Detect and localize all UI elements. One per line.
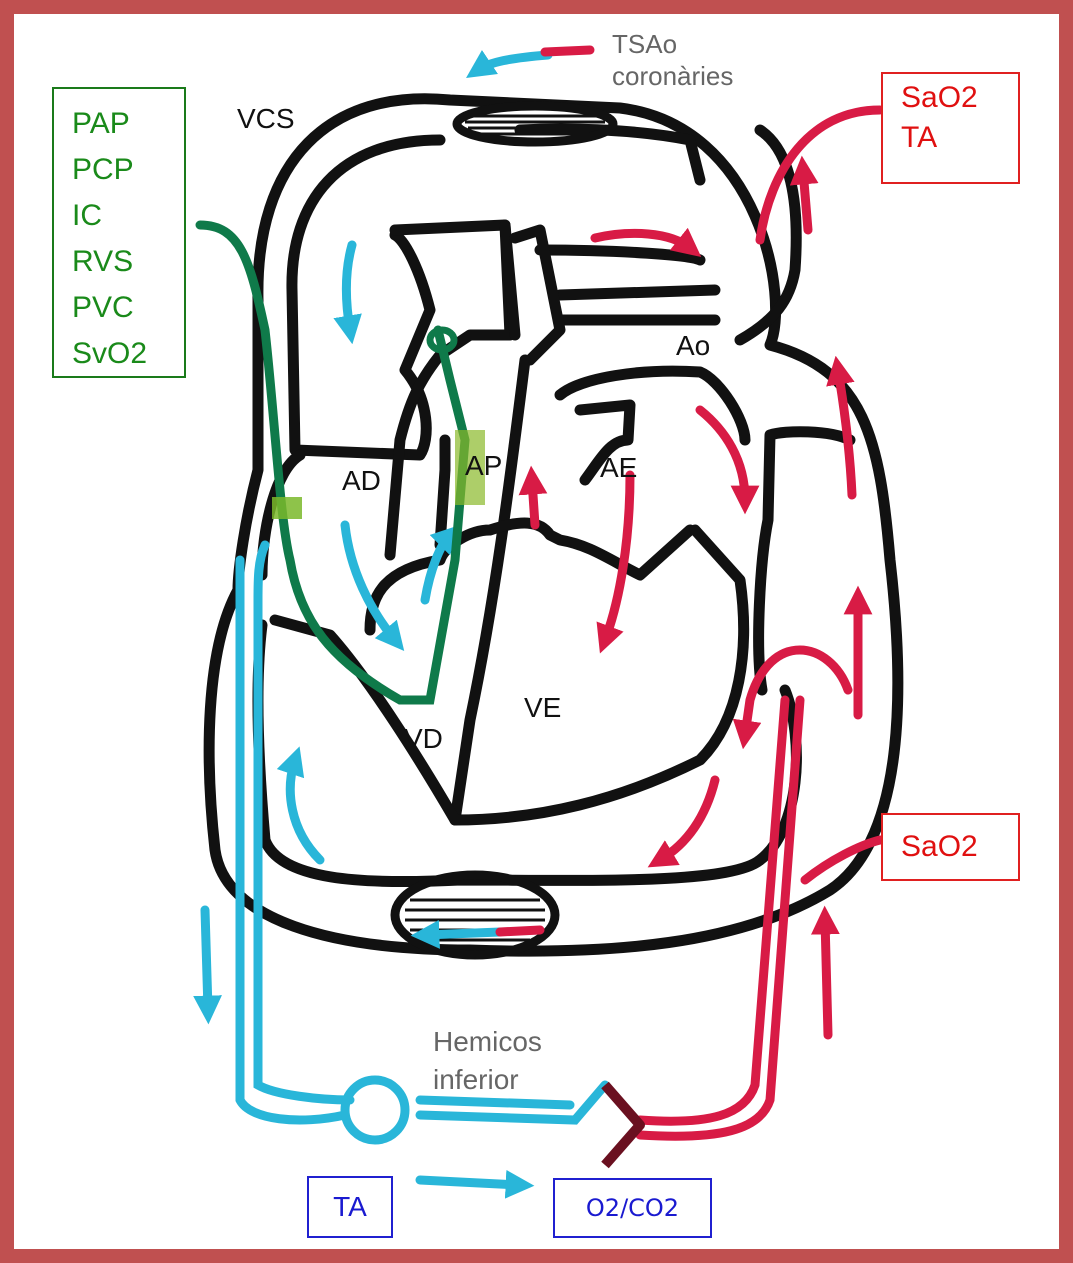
left-up-arrow: [290, 760, 320, 860]
lower-capillary-bed: [395, 875, 555, 955]
inner-loop: [292, 140, 440, 455]
ventricle-outline: [275, 530, 744, 820]
tsao-red: [545, 50, 590, 52]
label-ae: AE: [600, 452, 637, 484]
ve-down-arrow: [660, 780, 715, 860]
monitor-item-pvc: PVC: [72, 285, 184, 331]
monitor-ta-label: TA: [333, 1191, 367, 1222]
label-hemicos: Hemicos inferior: [433, 1023, 542, 1099]
saO2-line-top: [760, 110, 880, 240]
lower-inner-loop: [258, 625, 796, 882]
tsao-arrow-blue: [478, 55, 548, 70]
monitor-item-pap: PAP: [72, 101, 184, 147]
upper-right-arrow: [803, 170, 808, 230]
label-tsao-line2: coronàries: [612, 60, 733, 92]
hemicos-red: [500, 930, 540, 932]
bottom-right-red-arrow: [825, 920, 828, 1035]
monitor-box-upper-arterial: SaO2 TA: [881, 72, 1020, 184]
monitor-item-pcp: PCP: [72, 147, 184, 193]
label-tsao-line1: TSAo: [612, 28, 733, 60]
monitor-box-lower-arterial: SaO2: [881, 813, 1020, 881]
monitor-item-svo2: SvO2: [72, 331, 184, 377]
monitor-upper-ta: TA: [901, 118, 1018, 158]
monitor-box-hemodynamics: PAP PCP IC RVS PVC SvO2: [52, 87, 186, 378]
heart: [262, 225, 745, 820]
vcs-arrow: [346, 245, 352, 330]
hemicos-arrow-blue: [425, 932, 500, 935]
arterial-lines: [500, 50, 880, 1136]
catheter-marker-1: [272, 497, 302, 519]
ap-arrow: [532, 480, 535, 525]
bottom-right-arrow: [420, 1180, 520, 1185]
monitor-box-gas: O2/CO2: [553, 1178, 712, 1238]
label-hemicos-line1: Hemicos: [433, 1023, 542, 1061]
label-ve: VE: [524, 692, 561, 724]
left-down-arrow: [205, 910, 208, 1010]
label-tsao: TSAo coronàries: [612, 28, 733, 92]
monitor-lower-sao2: SaO2: [901, 827, 1018, 867]
monitor-upper-sao2: SaO2: [901, 78, 1018, 118]
monitor-item-rvs: RVS: [72, 239, 184, 285]
label-ap: AP: [465, 450, 502, 482]
label-vd: VD: [404, 723, 443, 755]
label-hemicos-line2: inferior: [433, 1061, 542, 1099]
reservoir-circle: [345, 1080, 405, 1140]
arterial-return-2: [640, 700, 785, 1121]
monitor-box-ta: TA: [307, 1176, 393, 1238]
oxygenator: [605, 1085, 640, 1165]
label-ao: Ao: [676, 330, 710, 362]
monitor-item-ic: IC: [72, 193, 184, 239]
monitor-gas-label: O2/CO2: [586, 1194, 679, 1222]
label-ad: AD: [342, 465, 381, 497]
right-atrium-vd: [370, 523, 690, 630]
inner-loop-right: [520, 129, 700, 180]
label-vcs: VCS: [237, 103, 295, 135]
aortic-arch: [540, 250, 715, 320]
